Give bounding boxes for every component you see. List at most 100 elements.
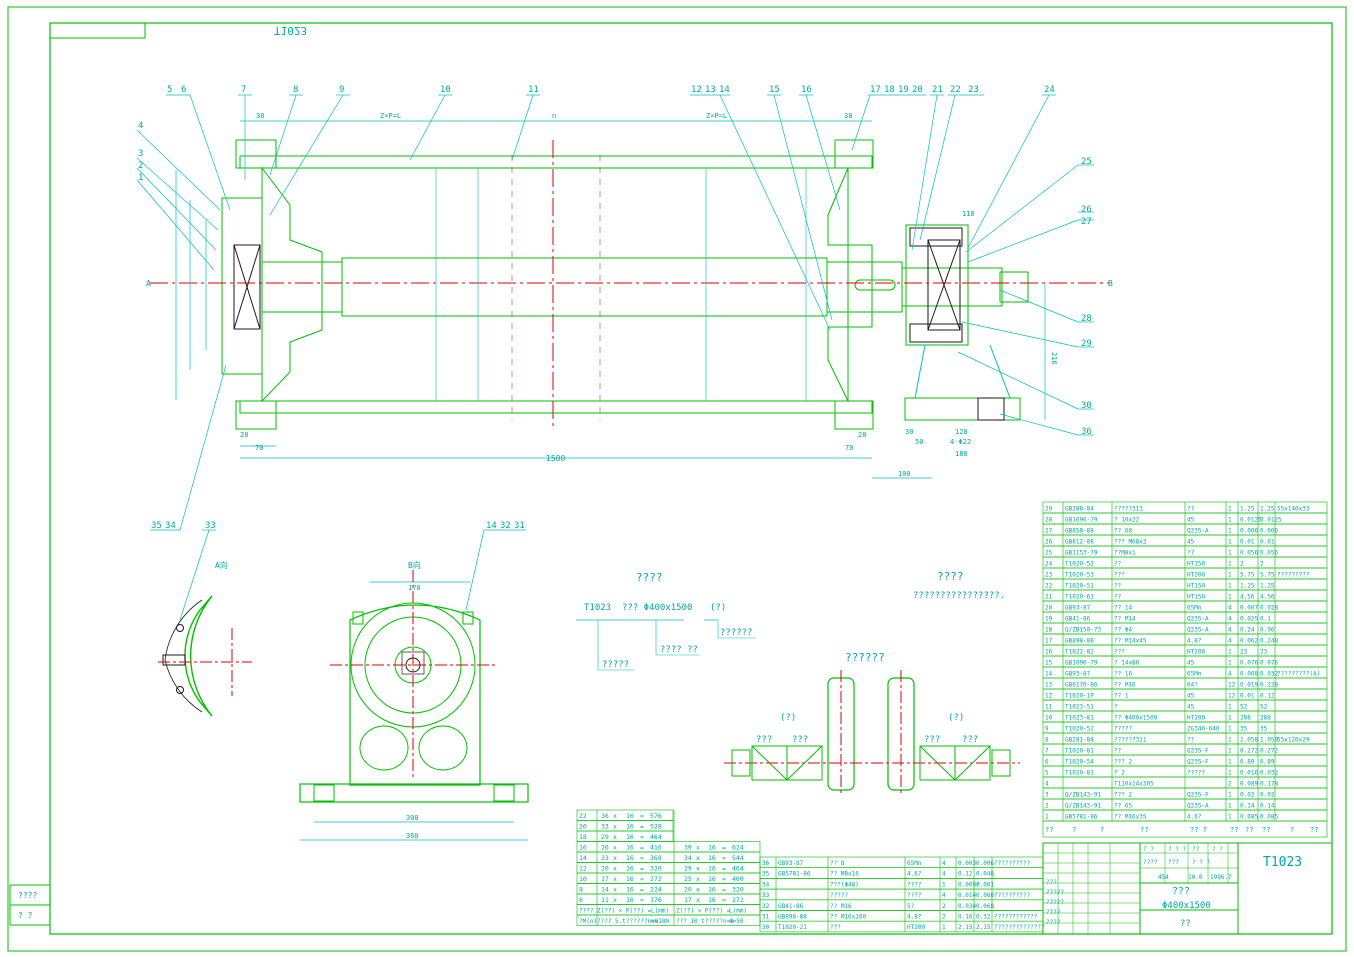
layout-motor-l: ???	[756, 735, 772, 745]
left-bearing-housing	[221, 197, 263, 375]
parts-cell: ?????	[1187, 770, 1205, 777]
parts-cell: Q235-A	[1187, 528, 1209, 535]
small-parts-cell: 0.32	[976, 914, 991, 921]
left-hub	[261, 166, 323, 403]
parts-cell: ??????311	[1114, 737, 1147, 744]
bolt-cell: 20	[601, 865, 609, 873]
bolt-cell: x	[696, 875, 700, 883]
balloon-18: 18	[884, 85, 895, 95]
balloon-4: 4	[138, 121, 143, 131]
bolt-cell: 36	[601, 812, 609, 820]
balloon-3: 3	[138, 149, 143, 159]
bolt-cell: 29	[684, 865, 692, 873]
bolt-cell: =	[640, 823, 644, 831]
parts-cell: 24	[1045, 561, 1053, 568]
parts-cell: 1	[1228, 528, 1232, 535]
bolt-cell: 10	[579, 875, 587, 883]
parts-cell: 0.02	[1260, 792, 1275, 799]
bolt-cell: =	[722, 865, 726, 873]
bolt-cell: 464	[650, 833, 662, 841]
bolt-cell: 6	[579, 896, 583, 904]
bolt-cell: =	[722, 844, 726, 852]
parts-cell: 288	[1260, 715, 1271, 722]
bolt-cell: x	[613, 833, 617, 841]
parts-cell: ?? 1	[1114, 693, 1129, 700]
balloon-16: 16	[801, 85, 812, 95]
bolt-cell: x	[613, 896, 617, 904]
parts-cell: GB288-84	[1065, 506, 1094, 513]
parts-cell: 3	[1045, 792, 1049, 799]
parts-cell: 1.25	[1260, 506, 1275, 513]
balloon-2: 2	[138, 161, 143, 171]
parts-cell: ?? 16	[1114, 671, 1132, 678]
title-name-1: ???	[1172, 886, 1190, 897]
bolt-hdr1: L(mm)	[729, 908, 747, 915]
dim-mid: n	[552, 112, 556, 120]
parts-cell: 0.272	[1240, 748, 1258, 755]
small-parts-cell: ??????????	[994, 892, 1031, 899]
bolt-hdr1: Z(??) × P(??) =	[676, 908, 731, 915]
bolt-cell: x	[613, 823, 617, 831]
section-mark-b: B	[1108, 279, 1113, 288]
parts-cell: 1.058	[1260, 737, 1278, 744]
bolt-cell: x	[696, 896, 700, 904]
small-parts-cell: 1	[942, 881, 946, 888]
balloon-23: 23	[968, 85, 979, 95]
balloon-22: 22	[950, 85, 961, 95]
parts-cell: 29	[1045, 506, 1053, 513]
small-parts-cell: ??????????????	[994, 924, 1045, 931]
parts-cell: 1.058	[1240, 737, 1258, 744]
end-view-label: B向	[408, 560, 421, 570]
balloon-1: 1	[138, 173, 143, 183]
parts-cell: 0.228	[1260, 682, 1278, 689]
parts-cell: 52	[1260, 704, 1268, 711]
stamp-1: ????	[18, 891, 37, 900]
balloon-26: 26	[1081, 205, 1092, 215]
title-code: T1023	[1263, 855, 1302, 870]
parts-cell: 0.01	[1260, 539, 1275, 546]
parts-cell: 0.076	[1260, 660, 1278, 667]
balloon-14: 14	[719, 85, 730, 95]
parts-cell: 21	[1045, 594, 1053, 601]
title-name-2: Φ400x1500	[1162, 901, 1211, 911]
parts-cell: 0.007	[1240, 605, 1258, 612]
parts-cell: Q235-A	[1187, 627, 1209, 634]
parts-cell: HT200	[1187, 715, 1205, 722]
parts-cell: 13	[1045, 682, 1053, 689]
parts-cell: 65Mn	[1187, 671, 1202, 678]
shaft-left	[261, 261, 343, 313]
balloon-20: 20	[912, 85, 923, 95]
small-parts-cell: 33	[762, 892, 770, 899]
layout-left-label: (?)	[780, 713, 796, 723]
bolt-cell: =	[640, 833, 644, 841]
title-year: 1996.7	[1210, 874, 1232, 881]
main-assembly-view: 1500 70 70 28 28 38 38 Z×P=L n Z×P=L 100…	[136, 85, 1113, 621]
parts-cell: 2	[1260, 561, 1264, 568]
parts-cell: 1	[1228, 649, 1232, 656]
bolt-cell: 400	[732, 875, 744, 883]
dim-180: 180	[955, 450, 968, 458]
parts-cell: 1	[1228, 792, 1232, 799]
small-parts-cell: 65Mn	[907, 860, 922, 867]
balloon-31: 31	[514, 521, 525, 531]
dim-holes: 4-Φ22	[950, 438, 971, 446]
title-cell: ????	[1046, 909, 1061, 916]
bolt-cell: 23	[601, 854, 609, 862]
small-parts-cell: 0.068	[976, 903, 994, 910]
balloon-11: 11	[528, 85, 539, 95]
parts-cell: 25	[1045, 550, 1053, 557]
parts-cell: 45	[1187, 660, 1195, 667]
parts-cell: T1020-53	[1065, 572, 1094, 579]
parts-cell: 5.75	[1240, 572, 1255, 579]
parts-cell: 0.025	[1240, 616, 1258, 623]
small-parts-cell: ??????????	[994, 860, 1031, 867]
parts-cell: 0.96	[1260, 627, 1275, 634]
bolt-cell: 25	[684, 875, 692, 883]
parts-cell: ??M8x1	[1114, 550, 1136, 557]
parts-cell: ???	[1114, 649, 1125, 656]
bolt-cell: 16	[708, 865, 716, 873]
parts-cell: 0.14	[1240, 803, 1255, 810]
parts-cell: 0.89	[1260, 759, 1275, 766]
parts-cell: 23	[1045, 572, 1053, 579]
small-parts-cell: 2.15	[976, 924, 991, 931]
